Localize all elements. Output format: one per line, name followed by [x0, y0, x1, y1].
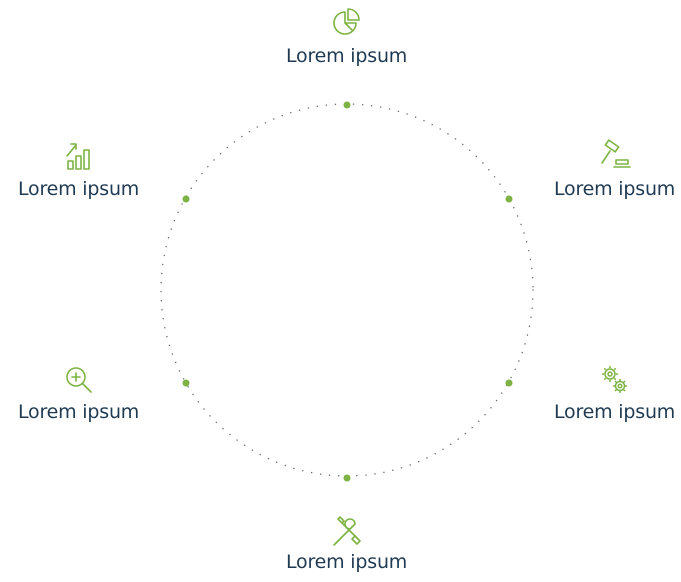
node-label-lower-left: Lorem ipsum	[18, 401, 140, 423]
gears-icon	[598, 363, 632, 397]
node-label-bottom: Lorem ipsum	[286, 551, 408, 573]
node-label-lower-right: Lorem ipsum	[554, 401, 676, 423]
circle-node-dot-upper-right	[505, 195, 513, 203]
circle-node-dot-bottom	[343, 474, 351, 482]
circle-node-dot-top	[343, 101, 351, 109]
circle-node-dot-upper-left	[182, 195, 190, 203]
magnifier-plus-icon	[62, 363, 96, 397]
node-label-upper-left: Lorem ipsum	[18, 178, 140, 200]
node-label-upper-right: Lorem ipsum	[554, 178, 676, 200]
growth-chart-icon	[62, 139, 96, 173]
pie-chart-icon	[330, 6, 364, 40]
circle-node-dot-lower-left	[182, 379, 190, 387]
gavel-icon	[598, 139, 632, 173]
node-label-top: Lorem ipsum	[286, 45, 408, 67]
wrench-screwdriver-icon	[330, 515, 364, 549]
circle-node-dot-lower-right	[505, 379, 513, 387]
